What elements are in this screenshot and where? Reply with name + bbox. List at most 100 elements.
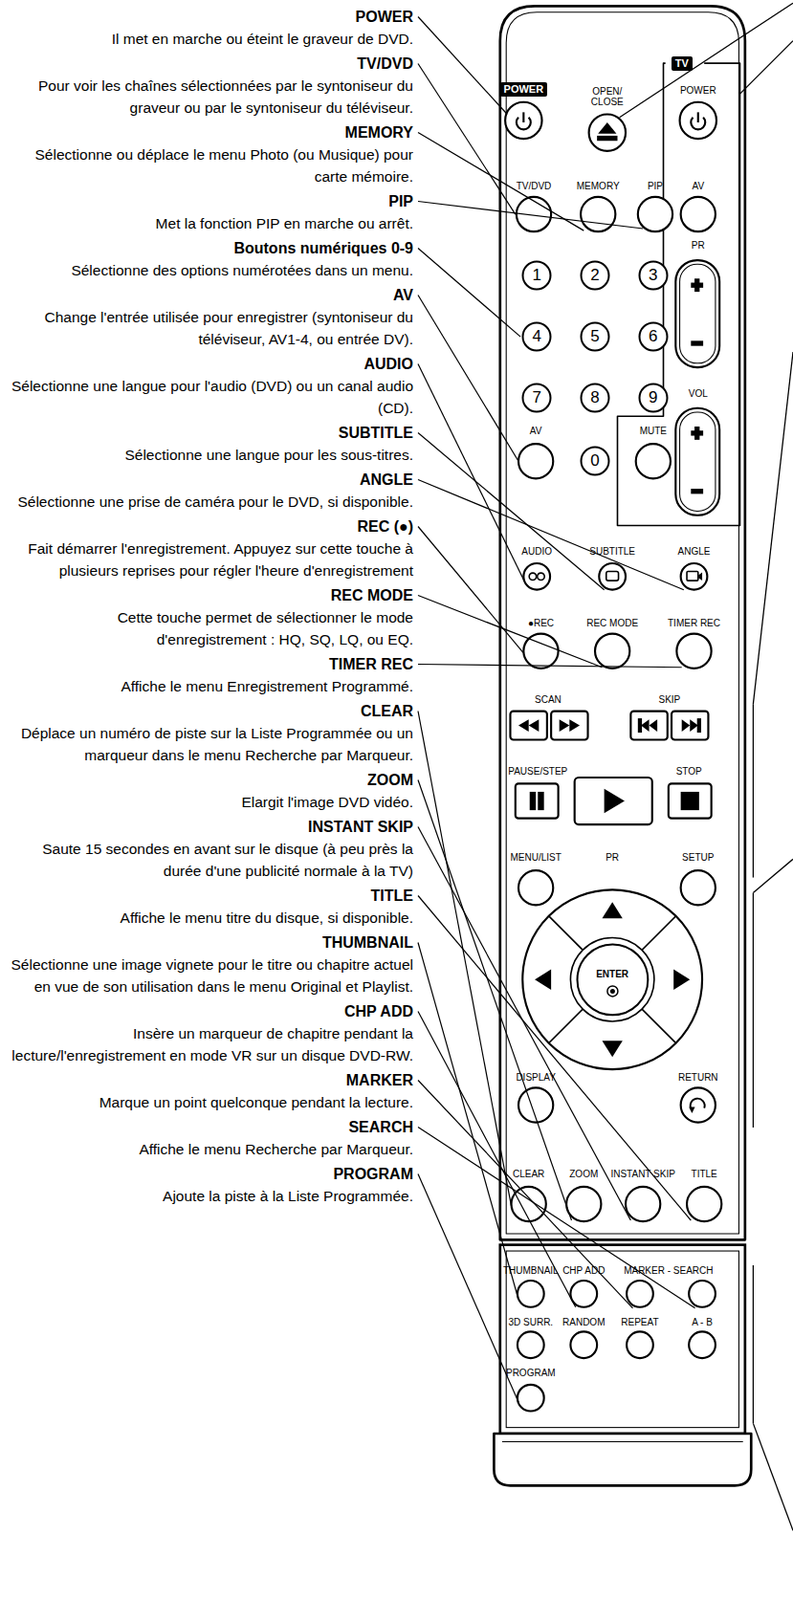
leader-line — [418, 248, 521, 338]
button-label: A - B — [691, 1316, 713, 1327]
button-label: SETUP — [682, 852, 714, 863]
stop-button — [668, 783, 712, 818]
number-label: 9 — [638, 382, 669, 414]
box-label: TV — [675, 57, 689, 69]
icon — [518, 719, 529, 732]
button-label: STOP — [676, 765, 703, 776]
ring-divider — [641, 916, 676, 950]
button-label: AV — [691, 180, 705, 192]
icon — [640, 719, 650, 732]
subtitle-button — [598, 563, 626, 591]
ring-divider — [549, 916, 583, 950]
number-label: 4 — [521, 321, 552, 353]
icon — [682, 793, 699, 810]
setup-button — [681, 870, 716, 905]
button-label: INSTANT SKIP — [610, 1167, 675, 1179]
function-name: INSTANT SKIP — [3, 815, 414, 838]
function-description: Affiche le menu Enregistrement Programmé… — [3, 675, 414, 698]
leader-line — [418, 664, 683, 668]
round-button — [638, 197, 673, 232]
icon — [689, 719, 699, 732]
function-description: Sélectionne une langue pour les sous-tit… — [3, 443, 414, 466]
number-button: 4 — [521, 321, 552, 353]
round-button — [570, 1280, 597, 1308]
enter-button: ENTER — [575, 943, 650, 1017]
transport-button — [671, 711, 708, 741]
program-button — [517, 1385, 545, 1412]
flip-panel — [500, 1245, 746, 1434]
round-button — [688, 1280, 716, 1308]
button-label: AV — [529, 425, 543, 437]
leader-line — [418, 132, 584, 232]
power-icon — [697, 111, 700, 123]
subtitle-icon — [606, 571, 619, 581]
button-label: PIP — [647, 180, 663, 192]
function-name: TV/DVD — [3, 52, 414, 75]
button-circle — [576, 944, 648, 1015]
leader-line — [418, 201, 643, 229]
function-name: REC MODE — [3, 584, 414, 607]
open-close-button — [589, 113, 626, 151]
button-label: REPEAT — [620, 1316, 659, 1327]
pause-button — [515, 783, 559, 818]
leader-line — [418, 1080, 633, 1309]
icon — [538, 793, 543, 810]
icon — [569, 719, 580, 732]
button-label: MEMORY — [576, 180, 620, 192]
round-button — [566, 1187, 601, 1222]
function-description: Change l'entrée utilisée pour enregistre… — [3, 306, 414, 351]
number-button: 0 — [579, 445, 611, 477]
round-button — [625, 1187, 661, 1222]
remote-control — [493, 2, 793, 1531]
leader-line — [752, 704, 754, 878]
flip-panel-edge — [506, 1251, 739, 1429]
function-name: SUBTITLE — [3, 421, 414, 444]
tv-power-button — [680, 102, 717, 139]
leader-line — [418, 1127, 696, 1309]
left-arrow — [534, 969, 551, 991]
round-button — [626, 1280, 654, 1308]
enter-dot — [607, 986, 618, 997]
av-button — [518, 443, 553, 479]
leader-line — [418, 480, 684, 591]
button-label: SKIP — [658, 693, 681, 705]
function-name: AUDIO — [3, 352, 414, 375]
angle-button — [681, 563, 708, 591]
ring-divider — [641, 1009, 676, 1043]
button-label: CHP ADD — [562, 1265, 605, 1277]
audio-icon — [537, 572, 545, 580]
rocker-button — [675, 408, 720, 516]
leader-line — [418, 711, 512, 1208]
leader-line — [752, 859, 793, 893]
minus-sign — [691, 341, 703, 345]
function-description: Insère un marqueur de chapitre pendant l… — [3, 1022, 414, 1067]
leader-line — [752, 1265, 754, 1424]
round-button — [594, 634, 630, 669]
round-button — [686, 1187, 722, 1222]
icon — [682, 719, 691, 732]
button-label: PR — [691, 240, 705, 251]
leader-line — [418, 527, 524, 654]
function-description: Sélectionne des options numérotées dans … — [3, 259, 414, 282]
eject-icon — [597, 136, 617, 140]
function-name: CLEAR — [3, 700, 414, 723]
plus-sign — [695, 427, 699, 440]
number-label: 6 — [638, 321, 669, 353]
function-description: Ajoute la piste à la Liste Programmée. — [3, 1185, 414, 1208]
angle-icon — [698, 572, 703, 582]
audio-icon — [528, 572, 536, 580]
return-icon — [688, 1107, 695, 1114]
number-label: 1 — [521, 260, 552, 291]
button-label: REC MODE — [586, 616, 639, 628]
number-label: 2 — [579, 260, 611, 291]
round-button — [517, 1280, 545, 1308]
round-button — [517, 1331, 545, 1359]
icon — [649, 719, 659, 732]
eject-icon — [597, 122, 617, 134]
angle-icon — [686, 571, 699, 581]
function-description: Pour voir les chaînes sélectionnées par … — [3, 74, 414, 119]
leader-line — [752, 1423, 793, 1531]
function-name: Boutons numériques 0-9 — [3, 237, 414, 260]
button-label: OPEN/ CLOSE — [587, 86, 628, 108]
round-button — [676, 634, 711, 669]
